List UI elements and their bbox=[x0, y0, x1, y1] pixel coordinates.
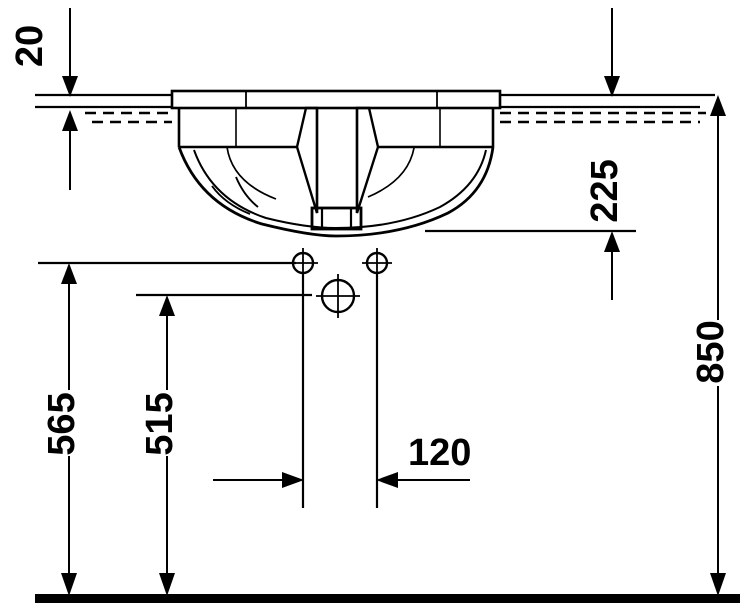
dim-120-arrow-right bbox=[376, 472, 398, 488]
basin-body bbox=[177, 106, 495, 214]
dimension-565: 565 bbox=[38, 261, 296, 596]
dim-565-label: 565 bbox=[41, 392, 83, 455]
dim-850-arrow-down bbox=[710, 573, 726, 596]
dim-120-label: 120 bbox=[408, 432, 471, 474]
dim-225-arrow-down bbox=[604, 76, 620, 97]
dim-850-label: 850 bbox=[690, 320, 732, 383]
dim-225-label: 225 bbox=[584, 159, 626, 222]
dimension-850: 850 bbox=[690, 95, 732, 596]
drain-outlet bbox=[310, 206, 363, 231]
dimension-225: 225 bbox=[425, 8, 636, 300]
bowl-highlight-left bbox=[226, 146, 277, 200]
basin-rim bbox=[170, 89, 502, 110]
dim-515-arrow-up bbox=[159, 295, 175, 316]
dimension-20: 20 bbox=[9, 8, 78, 190]
bowl-outer-profile bbox=[177, 146, 495, 238]
dim-120-arrow-left bbox=[282, 472, 304, 488]
tap-hole-marker-center bbox=[316, 274, 360, 318]
dimension-120: 120 bbox=[213, 273, 471, 508]
dim-850-arrow-up bbox=[710, 95, 726, 116]
bowl-overflow-slot bbox=[211, 185, 251, 215]
basin-column-left-face bbox=[295, 106, 319, 214]
basin-rim-outline bbox=[170, 89, 502, 110]
basin-bowl-arc bbox=[177, 146, 495, 238]
dim-20-label: 20 bbox=[9, 25, 51, 67]
bowl-highlight-right bbox=[367, 147, 415, 198]
dimension-515: 515 bbox=[136, 293, 312, 596]
drain-outlet-box bbox=[310, 206, 363, 231]
dim-515-label: 515 bbox=[139, 392, 181, 455]
countertop-section bbox=[35, 93, 715, 124]
dim-20-arrow-up bbox=[62, 110, 78, 131]
basin-column-right-face bbox=[355, 106, 380, 214]
dim-565-arrow-up bbox=[61, 263, 77, 284]
dim-565-arrow-down bbox=[61, 573, 77, 596]
dim-515-arrow-down bbox=[159, 573, 175, 596]
dim-20-arrow-down bbox=[62, 76, 78, 97]
dim-225-arrow-up bbox=[604, 231, 620, 252]
floor-line bbox=[35, 594, 740, 603]
bowl-overflow-slot-edge bbox=[235, 176, 259, 208]
